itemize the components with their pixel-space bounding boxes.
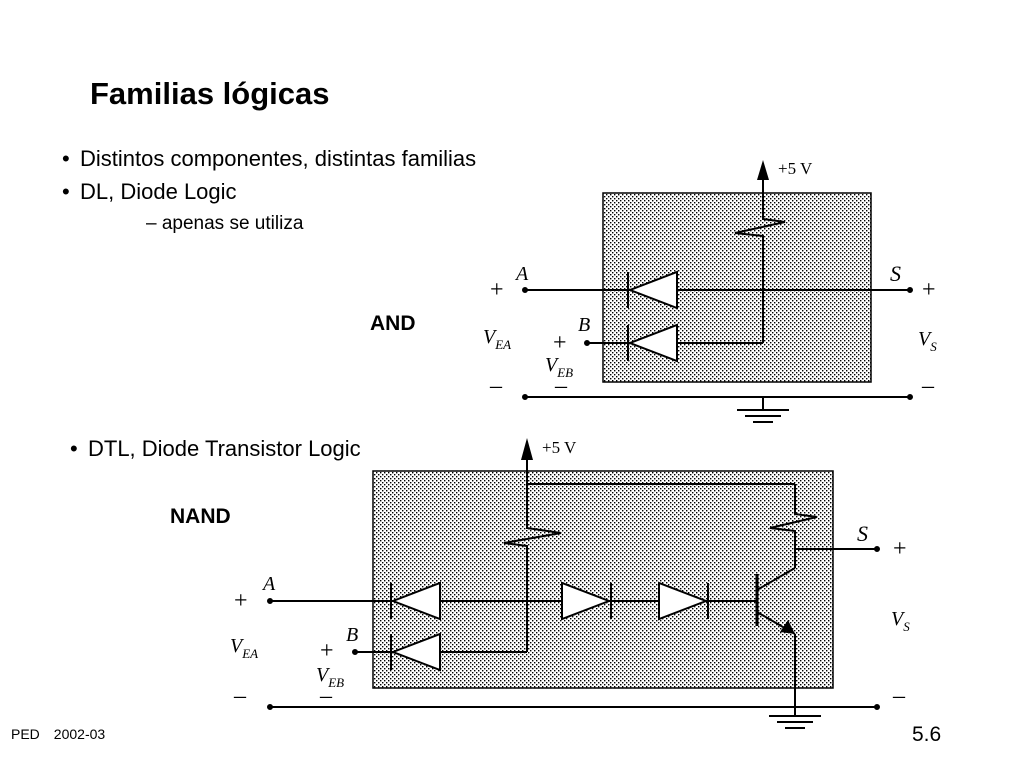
and-input-b-label: B bbox=[578, 314, 590, 336]
and-input-a-terminal bbox=[522, 287, 528, 293]
and-minus-right: – bbox=[921, 373, 935, 399]
and-input-b-plus: + bbox=[553, 330, 567, 356]
nand-vs-label: VS bbox=[891, 608, 910, 634]
and-minus-left: – bbox=[489, 373, 503, 399]
bullet-dtl-text: DTL, Diode Transistor Logic bbox=[88, 436, 361, 461]
and-ground-terminal-left bbox=[522, 394, 528, 400]
bullet-dot-icon: • bbox=[62, 179, 70, 204]
nand-output-plus: + bbox=[893, 536, 907, 562]
nand-input-a-terminal bbox=[267, 598, 273, 604]
nand-veb-label: VEB bbox=[316, 664, 344, 690]
bullet-dtl: • DTL, Diode Transistor Logic bbox=[70, 436, 361, 462]
and-input-a-plus: + bbox=[490, 277, 504, 303]
nand-gate-label: NAND bbox=[170, 505, 231, 528]
and-input-b-terminal bbox=[584, 340, 590, 346]
and-input-a-label: A bbox=[514, 263, 529, 285]
nand-circuit bbox=[267, 438, 880, 729]
and-output-terminal bbox=[907, 287, 913, 293]
and-output-plus: + bbox=[922, 277, 936, 303]
nand-diode-a-icon bbox=[390, 581, 441, 621]
nand-ground-icon bbox=[769, 715, 821, 729]
and-ground-icon bbox=[737, 409, 789, 423]
nand-input-a-label: A bbox=[261, 573, 276, 595]
nand-input-b-label: B bbox=[346, 624, 358, 646]
nand-minus-right: – bbox=[892, 683, 906, 709]
nand-minus-left: – bbox=[233, 683, 247, 709]
and-labels: +5 V A + B + S + VEA VEB VS – – – bbox=[483, 159, 937, 399]
sub-bullet-rarely-used: – apenas se utiliza bbox=[146, 213, 304, 234]
and-gate-label: AND bbox=[370, 312, 416, 335]
and-diode-a-icon bbox=[627, 270, 678, 310]
bullet-components: • Distintos componentes, distintas famili… bbox=[62, 146, 476, 172]
footer-course-name: PED bbox=[11, 726, 40, 742]
and-supply-arrow-icon bbox=[757, 160, 769, 180]
footer-course: PED 2002-03 bbox=[11, 726, 105, 742]
nand-supply-label: +5 V bbox=[542, 438, 577, 457]
bullet-diode-logic: • DL, Diode Logic bbox=[62, 179, 237, 205]
nand-minus-b: – bbox=[319, 683, 333, 709]
nand-transistor-icon bbox=[755, 567, 796, 635]
and-vea-label: VEA bbox=[483, 326, 511, 352]
nand-output-label: S bbox=[857, 521, 868, 546]
nand-vea-label: VEA bbox=[230, 635, 258, 661]
footer-year: 2002-03 bbox=[53, 726, 106, 742]
nand-ground-terminal-left bbox=[267, 704, 273, 710]
bullet-dot-icon: • bbox=[62, 146, 70, 171]
nand-diode-b-icon bbox=[390, 632, 441, 672]
nand-output-terminal bbox=[874, 546, 880, 552]
nand-series-diode-2-icon bbox=[658, 581, 709, 621]
nand-input-a-plus: + bbox=[234, 588, 248, 614]
nand-supply-arrow-icon bbox=[521, 438, 533, 460]
and-resistor bbox=[734, 215, 786, 240]
nand-ground-terminal-right bbox=[874, 704, 880, 710]
and-veb-label: VEB bbox=[545, 354, 573, 380]
nand-input-b-terminal bbox=[352, 649, 358, 655]
nand-resistor-collector bbox=[769, 510, 818, 535]
and-vs-label: VS bbox=[918, 328, 937, 354]
and-supply-label: +5 V bbox=[778, 159, 813, 178]
nand-labels: +5 V A + B + S + VEA VEB VS – – – bbox=[230, 438, 910, 709]
and-minus-b: – bbox=[554, 373, 568, 399]
and-diode-b-icon bbox=[627, 323, 678, 363]
nand-series-diode-1-icon bbox=[561, 581, 612, 621]
page-number: 5.6 bbox=[912, 723, 942, 746]
bullet-diode-logic-text: DL, Diode Logic bbox=[80, 179, 237, 204]
nand-resistor-left bbox=[503, 524, 562, 550]
nand-input-b-plus: + bbox=[320, 638, 334, 664]
slide-title: Familias lógicas bbox=[90, 76, 330, 111]
and-circuit bbox=[522, 160, 913, 423]
bullet-dot-icon: • bbox=[70, 436, 78, 461]
and-ground-terminal-right bbox=[907, 394, 913, 400]
and-output-label: S bbox=[890, 261, 901, 286]
nand-ic-package bbox=[372, 470, 834, 689]
bullet-components-text: Distintos componentes, distintas familia… bbox=[80, 146, 477, 171]
